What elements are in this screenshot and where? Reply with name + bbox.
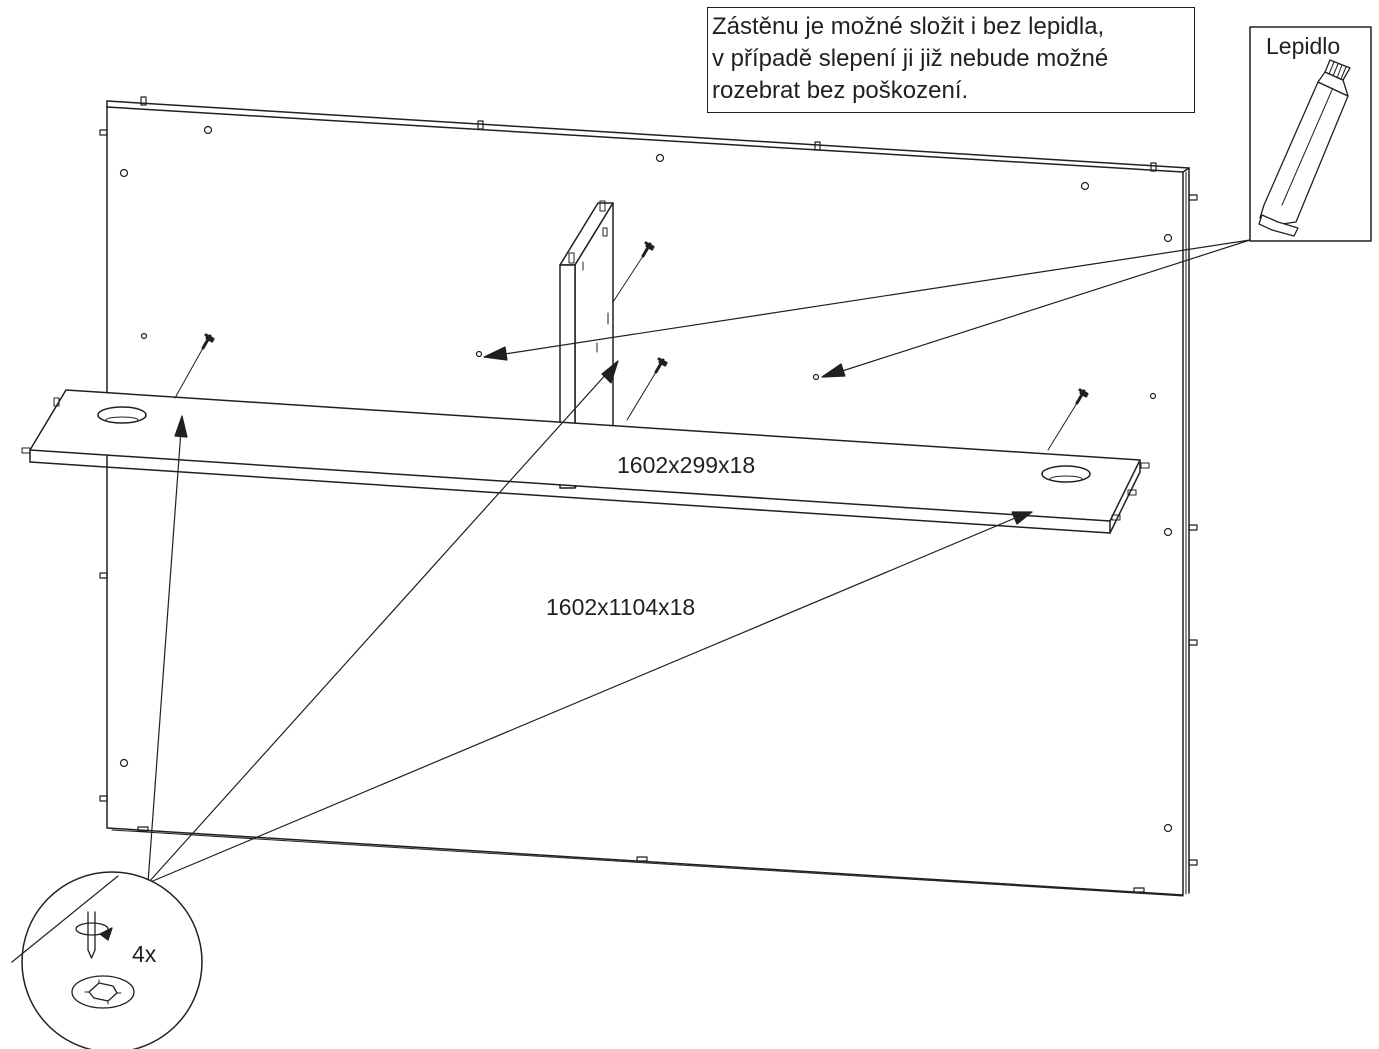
panel-holes [119, 125, 1173, 833]
note-line-2: v případě slepení ji již nebude možné [712, 45, 1109, 72]
screw-head-icon [71, 975, 135, 1009]
assembly-note: Zástěnu je možné složit i bez lepidla, v… [707, 7, 1195, 113]
screws [174, 241, 1089, 451]
shelf [21, 389, 1150, 534]
screwdriver-rotation-icon [75, 911, 113, 959]
note-line-3: rozebrat bez poškození. [712, 77, 969, 104]
glue-tube-icon [1258, 59, 1351, 237]
glue-arrows [483, 239, 1251, 378]
note-line-1: Zástěnu je možné složit i bez lepidla, [712, 13, 1105, 40]
screw-detail-circle [11, 871, 203, 1049]
panel-dimensions-label: 1602x1104x18 [546, 594, 696, 620]
shelf-dimensions-label: 1602x299x18 [617, 452, 756, 478]
screw-count-label: 4x [132, 941, 157, 967]
panel-dowels [99, 96, 1198, 893]
glue-label: Lepidlo [1266, 33, 1341, 59]
